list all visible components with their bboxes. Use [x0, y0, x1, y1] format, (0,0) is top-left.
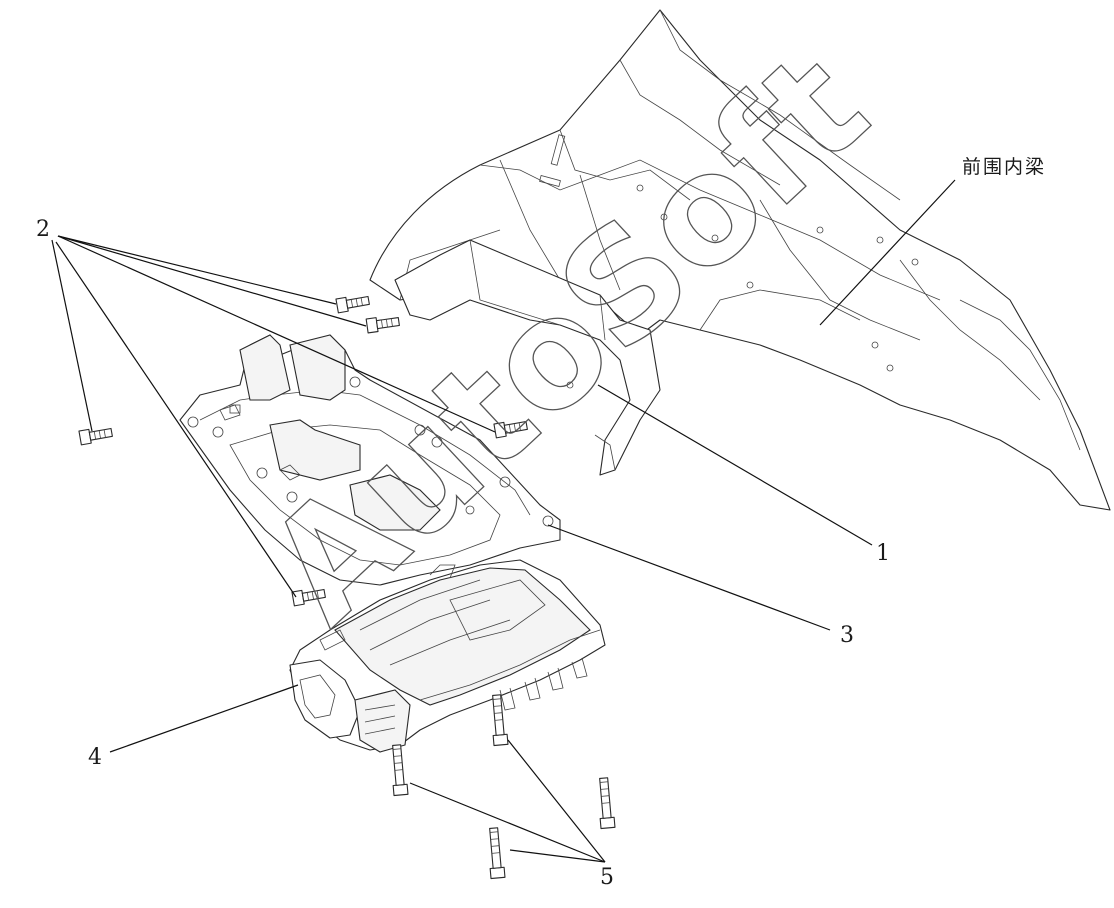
callout-label-1: 1	[876, 541, 890, 566]
bolt-icon	[78, 427, 113, 446]
bolt-icon	[493, 420, 528, 439]
control-module	[289, 559, 606, 753]
bolt-icon	[335, 295, 370, 314]
mounting-bracket	[179, 334, 561, 586]
bolt-group-upper	[78, 295, 528, 607]
bolt-icon	[291, 588, 326, 607]
front-inner-rail	[369, 9, 1111, 511]
leader-lines	[51, 179, 956, 863]
callout-label-5: 5	[600, 865, 614, 890]
bolt-group-lower	[392, 694, 616, 880]
bolt-icon	[489, 827, 506, 880]
bolt-icon	[492, 694, 509, 747]
bolt-icon	[365, 317, 400, 334]
callout-label-4: 4	[88, 745, 102, 770]
callout-label-2: 2	[36, 217, 50, 242]
bolt-icon	[599, 777, 616, 830]
bolt-icon	[392, 744, 409, 797]
callout-label-3: 3	[840, 623, 854, 648]
callout-label-front-inner-rail: 前围内梁	[962, 156, 1046, 178]
